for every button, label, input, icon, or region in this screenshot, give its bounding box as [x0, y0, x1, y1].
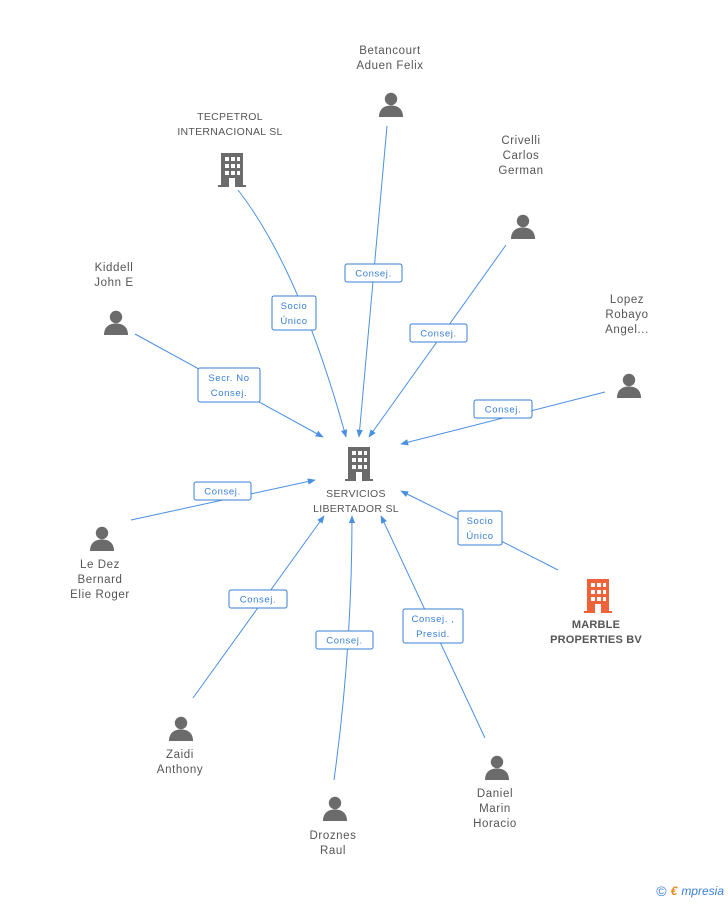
- svg-text:Consej.: Consej.: [420, 329, 456, 340]
- daniel-person-icon[interactable]: [485, 755, 509, 780]
- tecpetrol-building-icon[interactable]: [218, 153, 246, 187]
- lopez-person-icon[interactable]: [617, 373, 641, 398]
- zaidi-person-icon[interactable]: [169, 716, 193, 741]
- edge-tecpetrol: [237, 189, 348, 438]
- svg-text:Consej.: Consej.: [326, 636, 362, 647]
- edge-label-ledez[interactable]: Consej.: [193, 481, 252, 501]
- center-building-icon[interactable]: [345, 447, 373, 481]
- svg-text:Consej. ,Presid.: Consej. ,Presid.: [412, 614, 455, 640]
- betancourt-person-icon[interactable]: [379, 92, 403, 117]
- crivelli-person-icon[interactable]: [511, 214, 535, 239]
- edge-label-betancourt[interactable]: Consej.: [344, 263, 403, 283]
- brand-footer[interactable]: © €mpresia: [656, 883, 724, 899]
- kiddell-person-icon[interactable]: [104, 310, 128, 335]
- brand-logo-e: €: [670, 884, 678, 898]
- ledez-person-icon[interactable]: [90, 526, 114, 551]
- edge-label-zaidi[interactable]: Consej.: [228, 589, 288, 609]
- edge-label-crivelli[interactable]: Consej.: [409, 323, 468, 343]
- droznes-person-icon[interactable]: [323, 796, 347, 821]
- edge-label-lopez[interactable]: Consej.: [473, 399, 533, 419]
- edge-label-daniel[interactable]: Consej. ,Presid.: [402, 608, 464, 644]
- copyright-icon: ©: [656, 883, 667, 899]
- svg-text:Consej.: Consej.: [355, 269, 391, 280]
- marble-building-icon[interactable]: [584, 579, 612, 613]
- svg-text:Consej.: Consej.: [485, 405, 521, 416]
- svg-text:Consej.: Consej.: [204, 487, 240, 498]
- brand-name: mpresia: [681, 884, 724, 898]
- edge-label-droznes[interactable]: Consej.: [315, 630, 374, 650]
- svg-text:Consej.: Consej.: [240, 595, 276, 606]
